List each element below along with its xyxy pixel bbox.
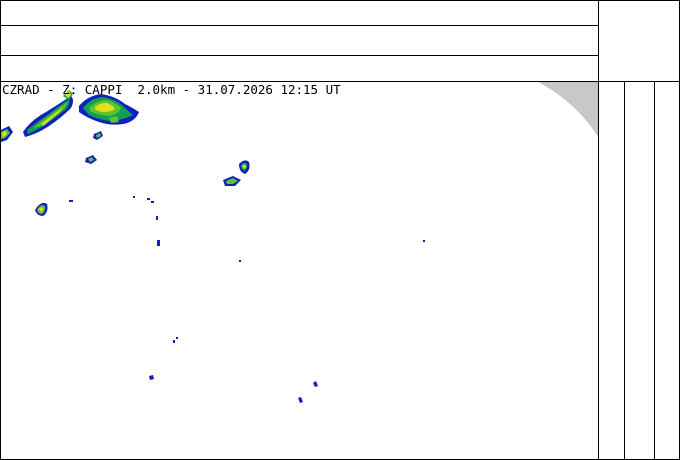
echo-left-edge [1, 126, 13, 142]
header-divider-2 [1, 55, 598, 56]
header-row-1 [1, 1, 598, 25]
legend-divider-1 [624, 82, 625, 459]
echo-speck-8 [423, 240, 425, 242]
echo-cell-2 [85, 155, 97, 164]
echo-cell-3 [239, 160, 250, 174]
echo-speck-1 [69, 200, 73, 202]
echo-cell-5 [35, 202, 48, 216]
echo-speck-13 [298, 397, 303, 403]
radar-title: CZRAD - Z: CAPPI 2.0km - 31.07.2026 12:1… [2, 82, 341, 97]
echo-cell-4 [223, 176, 241, 186]
radar-map[interactable]: CZRAD - Z: CAPPI 2.0km - 31.07.2026 12:1… [1, 82, 598, 459]
legend-divider-2 [654, 82, 655, 459]
legend-column-1 [599, 82, 624, 459]
echo-speck-12 [313, 381, 318, 387]
echo-speck-11 [149, 375, 154, 380]
echo-speck-4 [151, 201, 154, 203]
radar-map-canvas [1, 82, 598, 403]
map-top-border [1, 81, 679, 82]
echo-speck-5 [156, 216, 158, 220]
side-panel [599, 1, 679, 81]
echo-speck-9 [173, 340, 175, 343]
echo-speck-2 [133, 196, 135, 198]
echo-speck-7 [239, 260, 241, 262]
out-of-range-area [538, 82, 598, 137]
header-row-3 [1, 56, 598, 81]
echo-cluster-northwest [23, 90, 73, 137]
echo-speck-3 [147, 198, 150, 200]
echo-speck-10 [176, 337, 178, 339]
echo-cluster-north [79, 94, 139, 125]
echo-cell-1 [93, 131, 103, 140]
map-right-border [598, 1, 599, 459]
legend-column-2 [625, 82, 654, 459]
header-row-2 [1, 26, 598, 55]
echo-speck-6 [157, 240, 160, 246]
header-divider-1 [1, 25, 598, 26]
legend-column-3 [655, 82, 679, 459]
